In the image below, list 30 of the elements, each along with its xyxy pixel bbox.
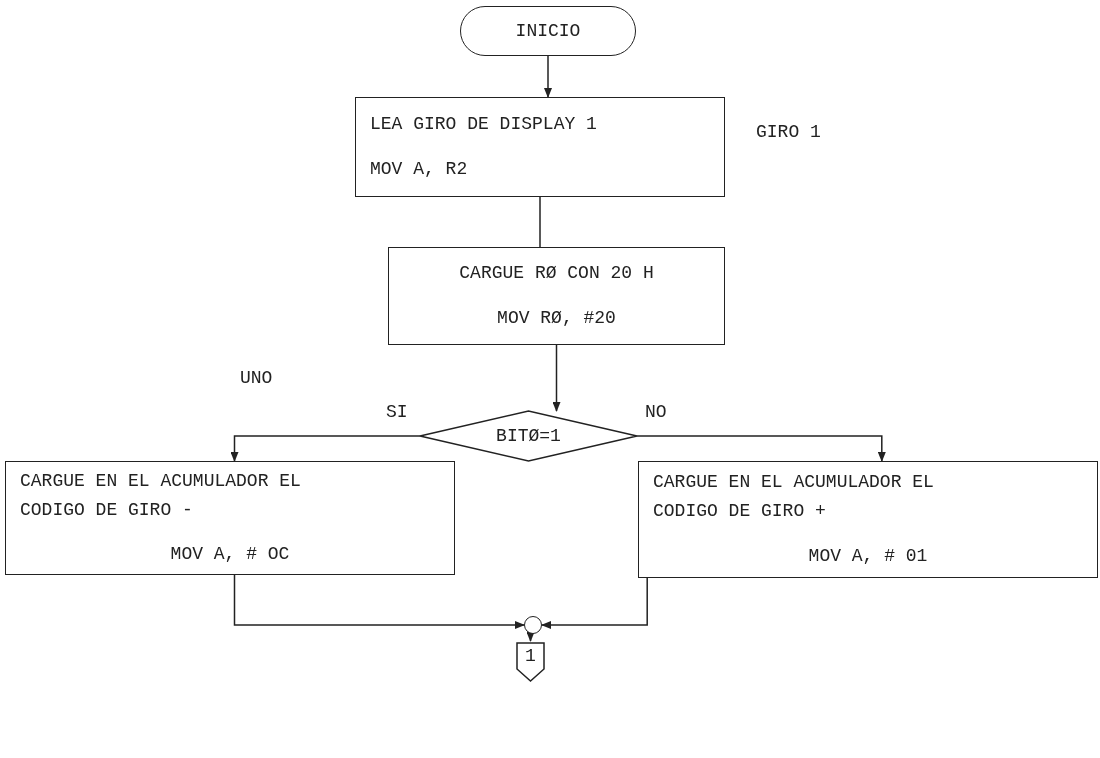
arrow	[544, 55, 552, 98]
arrow	[526, 632, 535, 642]
process-box	[638, 461, 1098, 578]
arrow	[541, 577, 648, 629]
step-text: 1	[525, 644, 536, 668]
code-text: MOV A, # 01	[808, 544, 928, 568]
arrow	[636, 435, 886, 462]
edge-label: SI	[386, 402, 408, 422]
arrow	[230, 435, 421, 462]
code-text: MOV A, # OC	[170, 543, 290, 567]
edge-label: NO	[645, 402, 667, 422]
process-box	[355, 97, 725, 197]
decision-diamond	[420, 411, 637, 461]
process-box	[388, 247, 725, 345]
arrow	[552, 344, 561, 412]
step-text: CARGUE RØ CON 20 H	[459, 262, 654, 286]
start-terminal	[460, 6, 636, 56]
step-text: INICIO	[515, 19, 581, 43]
branch-label: UNO	[240, 368, 273, 388]
code-text: MOV RØ, #20	[497, 307, 616, 330]
off-page-connector	[517, 641, 544, 681]
step-text: CARGUE EN EL ACUMULADOR EL CODIGO DE GIRO +	[653, 471, 935, 524]
process-box	[5, 461, 455, 575]
arrow	[233, 574, 525, 629]
step-text: BITØ=1	[496, 424, 561, 448]
side-note: GIRO 1	[756, 122, 821, 142]
code-text: MOV A, R2	[370, 158, 468, 181]
step-text: LEA GIRO DE DISPLAY 1	[370, 113, 597, 137]
step-text: CARGUE EN EL ACUMULADOR EL CODIGO DE GIRO -	[20, 469, 302, 522]
connector-circle	[524, 616, 542, 634]
